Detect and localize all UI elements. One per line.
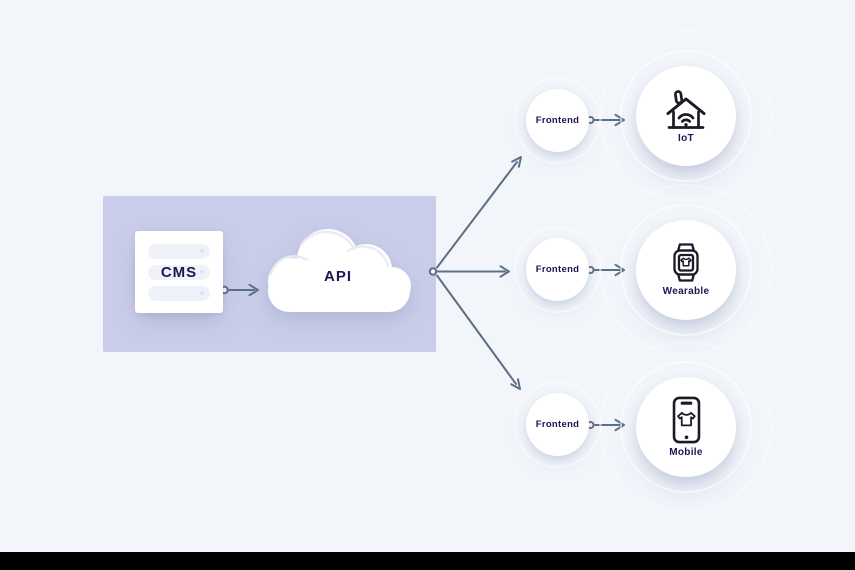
arrow-frontend-to-mobile [586,418,625,432]
frontend-label: Frontend [535,419,580,430]
cms-label: CMS [160,263,198,281]
smart-home-wifi-icon [666,90,706,129]
device-node-wearable: Wearable [600,184,772,356]
smartphone-icon [672,396,700,444]
device-label-iot: IoT [678,133,694,144]
frontend-node-2: Frontend [514,226,601,313]
server-row-dot [200,291,204,295]
device-label-wearable: Wearable [662,286,710,297]
server-row [148,243,210,259]
server-row-dot [200,270,204,274]
arrow-api-to-frontends [428,156,522,390]
letterbox-bar [0,552,855,570]
frontend-label: Frontend [535,115,580,126]
frontend-node-3: Frontend [514,381,601,468]
frontend-label: Frontend [535,264,580,275]
arrow-frontend-to-iot [586,113,625,127]
server-row [148,264,210,280]
device-node-iot: IoT [600,30,772,202]
server-row [148,285,210,301]
cloud-icon [268,229,411,312]
server-row-dot [200,249,204,253]
device-label-mobile: Mobile [669,447,703,458]
api-label: API [323,268,352,285]
cms-node: CMS [135,231,223,313]
smartwatch-icon [673,243,699,282]
device-node-mobile: Mobile [600,341,772,513]
frontend-node-1: Frontend [514,77,601,164]
arrow-frontend-to-wearable [586,263,625,277]
api-cloud-node [256,224,420,320]
